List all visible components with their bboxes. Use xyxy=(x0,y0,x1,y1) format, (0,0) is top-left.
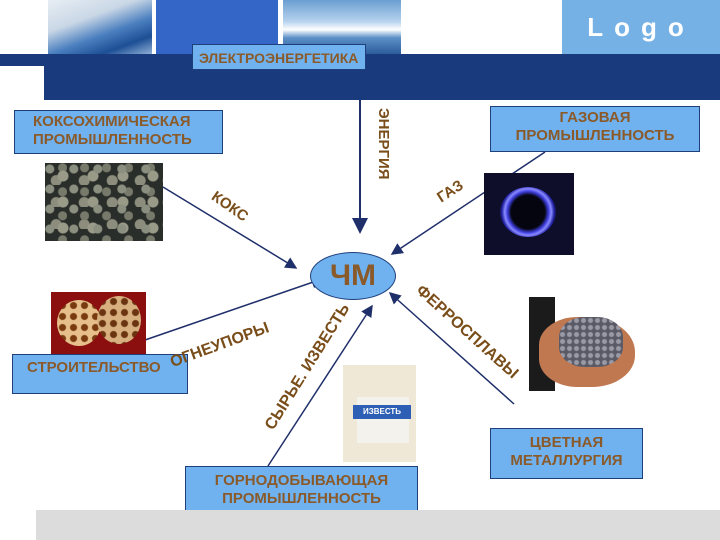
node-label-line1: ЦВЕТНАЯ xyxy=(529,434,604,451)
node-label-line2: ПРОМЫШЛЕННОСТЬ xyxy=(33,131,192,148)
node-label-line1: КОКСОХИМИЧЕСКАЯ xyxy=(33,113,191,130)
node-power-industry: ЭЛЕКТРОЭНЕРГЕТИКА xyxy=(192,44,366,70)
node-mining-industry: ГОРНОДОБЫВАЮЩАЯ ПРОМЫШЛЕННОСТЬ xyxy=(185,466,418,517)
flow-label-energy: ЭНЕРГИЯ xyxy=(375,108,392,180)
node-gas-industry: ГАЗОВАЯ ПРОМЫШЛЕННОСТЬ xyxy=(490,106,700,152)
lime-bag-label: ИЗВЕСТЬ xyxy=(353,405,411,419)
coke-photo xyxy=(45,163,163,241)
gas-burner-photo xyxy=(484,173,574,255)
logo: Logo xyxy=(562,0,720,54)
header-photo-hands xyxy=(48,0,152,54)
node-coke-chemical-industry: КОКСОХИМИЧЕСКАЯ ПРОМЫШЛЕННОСТЬ xyxy=(14,110,223,154)
node-label-line2: МЕТАЛЛУРГИЯ xyxy=(510,452,623,469)
node-label-line1: ГОРНОДОБЫВАЮЩАЯ xyxy=(214,472,389,489)
node-label-line2: ПРОМЫШЛЕННОСТЬ xyxy=(222,490,381,507)
node-ferrous-metallurgy: ЧМ xyxy=(310,252,396,300)
lime-bag-photo: ИЗВЕСТЬ xyxy=(343,365,416,462)
ore-in-hand-photo xyxy=(529,297,637,391)
refractory-bricks-photo xyxy=(51,292,146,354)
node-construction: СТРОИТЕЛЬСТВО xyxy=(12,354,188,394)
header-notch xyxy=(0,66,44,100)
header-bar xyxy=(44,54,720,100)
node-label-line1: ГАЗОВАЯ xyxy=(559,109,631,126)
node-label-line2: ПРОМЫШЛЕННОСТЬ xyxy=(515,127,675,144)
footer-bar xyxy=(36,510,720,540)
node-nonferrous-metallurgy: ЦВЕТНАЯ МЕТАЛЛУРГИЯ xyxy=(490,428,643,479)
